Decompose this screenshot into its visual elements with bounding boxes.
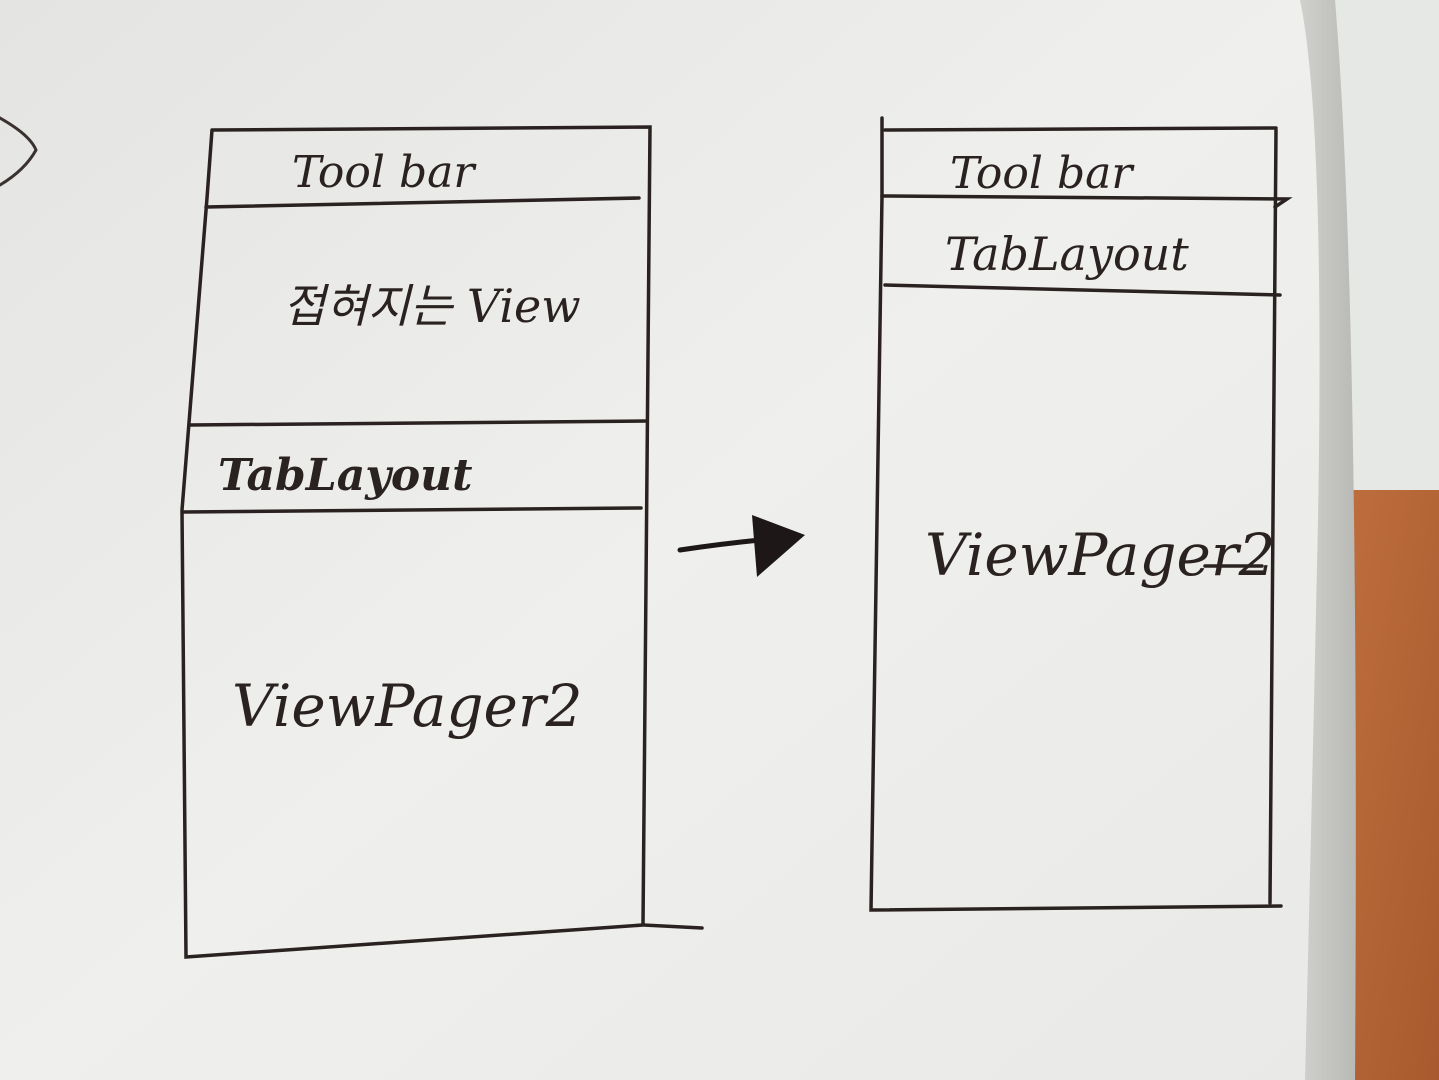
- left-collapsing-view-label: 접혀지는 View: [283, 279, 581, 333]
- edge-arrow-mark: [0, 116, 38, 187]
- left-viewpager-label: ViewPager2: [232, 672, 582, 740]
- right-toolbar-label: Tool bar: [950, 148, 1135, 199]
- arrow-head: [752, 515, 805, 577]
- left-tablayout-divider: [181, 506, 643, 514]
- right-viewpager-label: ViewPager2: [925, 521, 1275, 589]
- right-toolbar-divider: [880, 194, 1293, 209]
- left-frame-outline: [180, 125, 704, 959]
- right-wireframe: [869, 116, 1293, 912]
- paper-sheet: [0, 0, 1320, 1080]
- left-toolbar-divider: [204, 196, 641, 209]
- right-frame-outline: [869, 116, 1283, 912]
- left-tablayout-label: TabLayout: [218, 450, 472, 501]
- transition-arrow: [677, 515, 805, 577]
- left-wireframe: [180, 125, 704, 959]
- arrow-shaft: [677, 537, 763, 553]
- left-collapsing-divider: [188, 419, 649, 427]
- right-tablayout-label: TabLayout: [945, 227, 1189, 281]
- right-tablayout-divider: [883, 283, 1282, 297]
- left-toolbar-label: Tool bar: [292, 147, 477, 198]
